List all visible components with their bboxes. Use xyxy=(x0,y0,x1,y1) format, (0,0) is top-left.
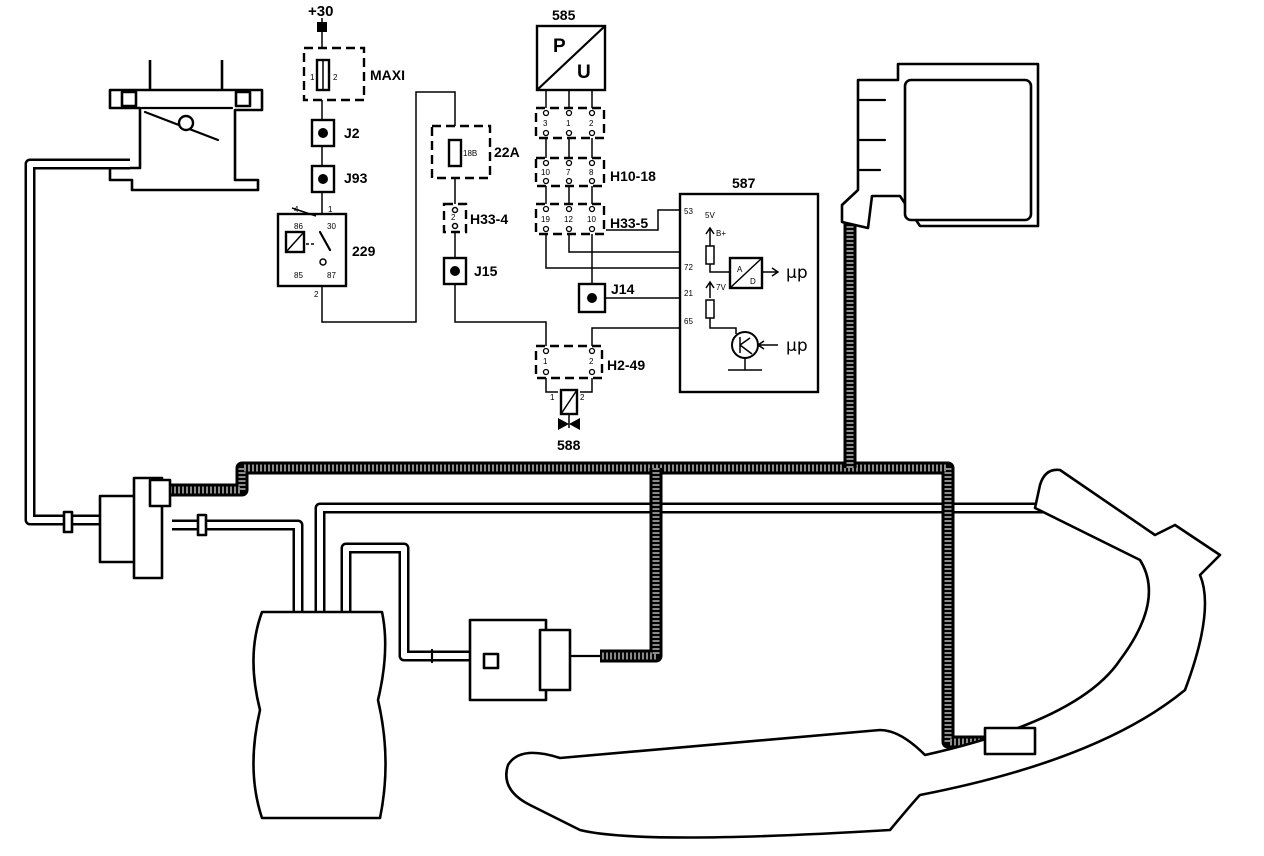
connector-h2-49: 1 2 H2-49 xyxy=(534,344,645,380)
vapour-hoses xyxy=(170,222,985,749)
wiring xyxy=(321,18,680,428)
fuse-maxi-pin-2: 2 xyxy=(333,73,338,82)
valve-pin-2: 2 xyxy=(580,393,585,402)
fuse-maxi-pin-1: 1 xyxy=(310,73,315,82)
connector-j93: J93 xyxy=(310,164,368,194)
purge-junction xyxy=(62,476,208,580)
sensor-p-label: P xyxy=(553,36,566,57)
j93-label: J93 xyxy=(344,170,368,186)
valve-pin-1: 1 xyxy=(550,393,555,402)
h33-4-pin-2: 2 xyxy=(451,213,456,222)
h10-18-pin-10: 10 xyxy=(541,168,550,177)
h33-5-pin-12: 12 xyxy=(564,215,573,224)
connector-h33-5: 19 12 10 H33-5 xyxy=(534,202,648,236)
ecu-ad-d: D xyxy=(750,277,756,286)
relay-pin-1: 1 xyxy=(328,205,333,214)
valve-588: 1 2 588 xyxy=(550,388,585,453)
purge-valve-body xyxy=(430,618,602,702)
h33-5-pin-10: 10 xyxy=(587,215,596,224)
fuse-22a-label: 22A xyxy=(494,144,520,160)
supply-terminal: +30 xyxy=(308,3,333,32)
connector-h33-4: 2 H33-4 xyxy=(442,202,508,234)
fuse-22a-rating: 18B xyxy=(463,149,477,158)
canister xyxy=(252,610,387,820)
sensor-pin-2: 2 xyxy=(589,119,594,128)
h2-49-pin-1: 1 xyxy=(543,357,548,366)
throttle-body xyxy=(108,60,264,192)
ecu-5v-label: 5V xyxy=(705,211,715,220)
ecu-587: 587 53 5V B+ 72 A D μp 21 7V 65 μp xyxy=(678,175,820,394)
fuel-tank xyxy=(505,468,1222,839)
h10-18-pin-8: 8 xyxy=(589,168,594,177)
ecu-label: 587 xyxy=(732,175,756,191)
j2-label: J2 xyxy=(344,125,360,141)
h33-5-label: H33-5 xyxy=(610,215,648,231)
connector-j2: J2 xyxy=(310,118,360,148)
sensor-585: P U 585 xyxy=(535,7,607,92)
sensor-pin-3: 3 xyxy=(543,119,548,128)
sensor-pin-1: 1 xyxy=(566,119,571,128)
ecu-pin-21: 21 xyxy=(684,289,693,298)
relay-label: 229 xyxy=(352,243,376,259)
h2-49-pin-2: 2 xyxy=(589,357,594,366)
j14-label: J14 xyxy=(611,281,635,297)
h10-18-label: H10-18 xyxy=(610,168,656,184)
h2-49-label: H2-49 xyxy=(607,357,645,373)
relay-pin-87: 87 xyxy=(327,271,336,280)
fuse-maxi: 1 2 MAXI xyxy=(302,46,405,102)
ecu-pin-53: 53 xyxy=(684,207,693,216)
h10-18-pin-7: 7 xyxy=(566,168,571,177)
fuse-22a: 18B 22A xyxy=(430,124,520,180)
relay-229: 4 86 1 30 85 87 2 229 xyxy=(276,205,376,299)
relay-pin-4: 4 xyxy=(294,205,299,214)
sensor-label: 585 xyxy=(552,7,576,23)
connector-sensor: 3 1 2 xyxy=(534,106,606,140)
vacuum-lines xyxy=(24,158,1054,662)
valve-label: 588 xyxy=(557,437,581,453)
connector-h10-18: 10 7 8 H10-18 xyxy=(534,156,656,188)
ecu-pin-65: 65 xyxy=(684,317,693,326)
connector-j14: J14 xyxy=(577,281,635,314)
ecu-ad-a: A xyxy=(737,265,743,274)
ecu-7v-label: 7V xyxy=(716,283,726,292)
relay-pin-30: 30 xyxy=(327,222,336,231)
supply-label: +30 xyxy=(308,3,333,20)
engine xyxy=(840,62,1040,230)
ecu-pin-72: 72 xyxy=(684,263,693,272)
fuse-maxi-label: MAXI xyxy=(370,67,405,83)
ecu-mu-p-2: μp xyxy=(786,336,808,356)
ecu-mu-p-1: μp xyxy=(786,263,808,283)
relay-pin-86: 86 xyxy=(294,222,303,231)
relay-pin-85: 85 xyxy=(294,271,303,280)
sensor-u-label: U xyxy=(577,62,591,83)
h33-5-pin-19: 19 xyxy=(541,215,550,224)
connector-j15: J15 xyxy=(442,256,498,286)
relay-pin-2: 2 xyxy=(314,290,319,299)
ecu-bplus-label: B+ xyxy=(716,229,726,238)
h33-4-label: H33-4 xyxy=(470,211,508,227)
j15-label: J15 xyxy=(474,263,498,279)
